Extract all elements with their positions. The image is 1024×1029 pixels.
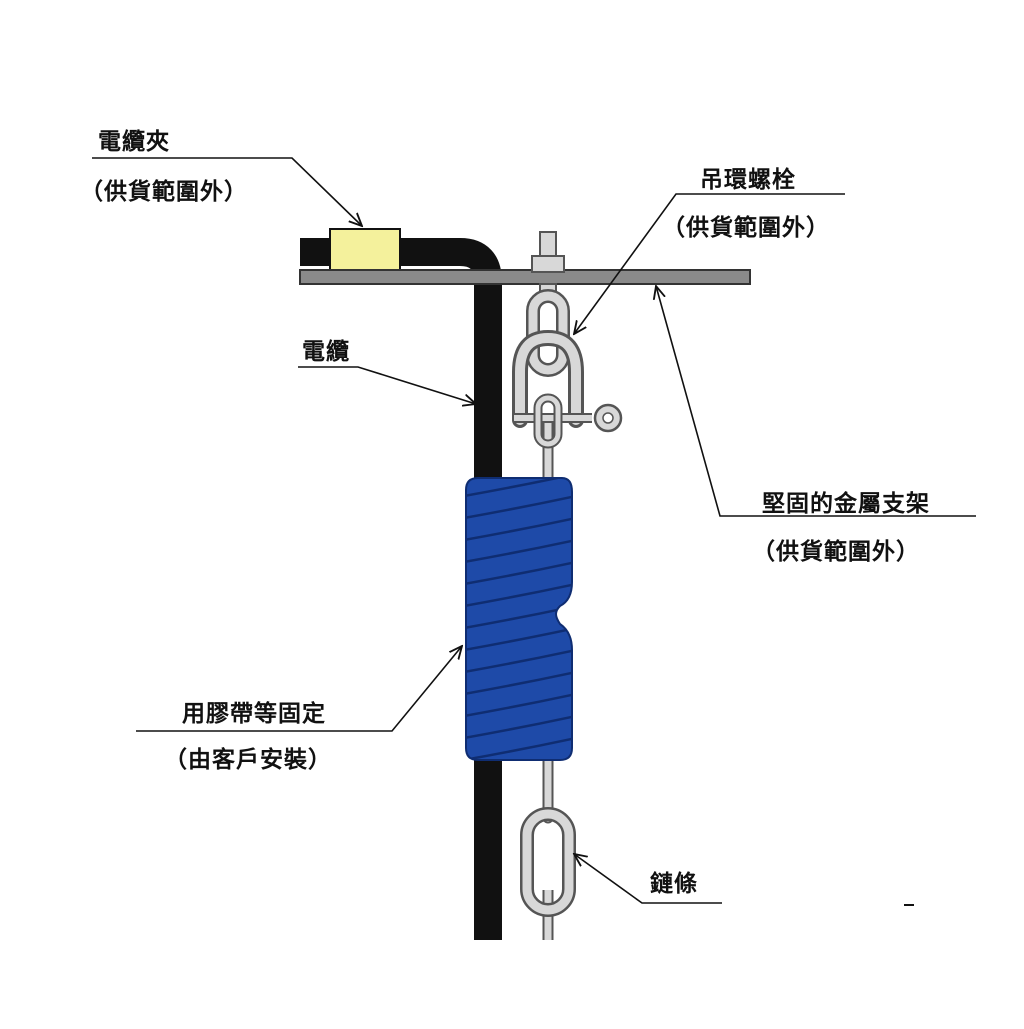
leader-eye-bolt xyxy=(574,193,845,334)
metal-bracket-label: 堅固的金屬支架 xyxy=(762,491,930,517)
cable-clamp xyxy=(329,228,401,276)
tape-fixing-note: （由客戶安裝） xyxy=(164,747,332,773)
leader-cable xyxy=(298,366,476,404)
cable-label: 電纜 xyxy=(302,339,350,365)
leader-tape-fixing xyxy=(136,646,462,732)
eye-bolt xyxy=(526,231,570,377)
tape-stripe xyxy=(466,670,572,696)
tape-stripe xyxy=(466,478,572,498)
shackle-pin-eye-hole xyxy=(602,412,614,424)
tape-stripe xyxy=(466,736,572,760)
tape-stripe xyxy=(466,538,572,564)
chain-link-upper-fill xyxy=(535,395,561,447)
tape-stripe xyxy=(466,626,572,652)
leader-lines xyxy=(92,157,976,904)
chain-label: 鏈條 xyxy=(650,871,698,897)
chain xyxy=(520,414,576,940)
tape-wrap xyxy=(465,477,573,761)
cable-clamp-note: （供貨範圍外） xyxy=(80,179,248,205)
chain-link-large-fill xyxy=(522,809,574,915)
shackle-body-fill xyxy=(515,332,581,425)
metal-bracket-note: （供貨範圍外） xyxy=(752,539,920,565)
shackle xyxy=(512,329,623,449)
tape-stripe xyxy=(466,692,572,718)
eye-bolt-nut xyxy=(531,255,565,273)
tape-stripe xyxy=(466,648,572,674)
metal-bracket-bar xyxy=(299,269,751,285)
tape-stripe xyxy=(466,714,572,740)
tape-body xyxy=(465,477,573,761)
eye-bolt-label: 吊環螺栓 xyxy=(700,167,796,193)
leader-metal-bracket xyxy=(656,286,976,517)
cable-clamp-label: 電纜夾 xyxy=(98,129,170,155)
leader-cable-clamp xyxy=(92,157,362,226)
eye-bolt-note: （供貨範圍外） xyxy=(662,215,830,241)
leader-chain xyxy=(574,854,722,904)
tape-stripe xyxy=(466,494,572,520)
tape-stripe xyxy=(466,516,572,542)
tape-stripe xyxy=(466,582,572,608)
tape-fixing-label: 用膠帶等固定 xyxy=(182,701,326,727)
tape-stripe xyxy=(466,560,572,586)
